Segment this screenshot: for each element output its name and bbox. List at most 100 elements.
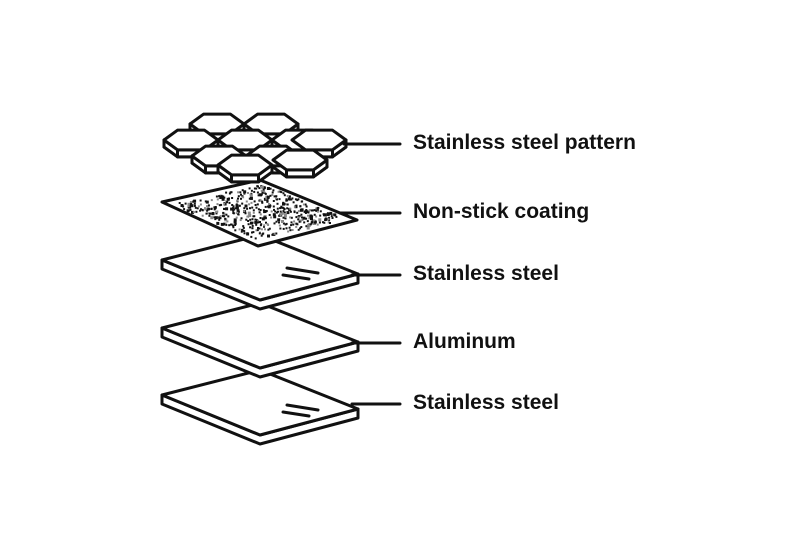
speckle xyxy=(248,203,251,206)
speckle xyxy=(263,186,266,189)
speckle xyxy=(270,216,273,219)
speckle xyxy=(248,197,251,200)
speckle xyxy=(274,210,277,213)
speckle xyxy=(195,210,198,213)
speckle xyxy=(190,202,193,205)
speckle xyxy=(285,227,288,230)
speckle xyxy=(257,185,259,188)
speckle xyxy=(315,215,318,218)
speckle xyxy=(213,206,216,209)
speckle xyxy=(237,195,240,198)
speckle xyxy=(273,232,276,235)
speckle xyxy=(314,221,317,224)
speckle xyxy=(222,211,225,214)
speckle xyxy=(285,198,288,201)
speckle xyxy=(291,229,294,231)
speckle xyxy=(193,202,196,205)
speckle xyxy=(299,208,303,212)
speckle xyxy=(254,220,258,224)
speckle xyxy=(278,221,280,224)
speckle xyxy=(255,206,258,209)
speckle xyxy=(221,197,225,201)
speckle xyxy=(289,216,292,219)
speckle xyxy=(299,227,302,230)
speckle xyxy=(316,210,319,213)
speckle xyxy=(273,222,276,225)
speckle xyxy=(290,198,293,201)
speckle xyxy=(225,191,228,194)
speckle xyxy=(216,210,219,213)
speckle xyxy=(223,207,225,210)
speckle xyxy=(221,195,225,199)
speckle xyxy=(230,191,233,194)
speckle xyxy=(258,211,261,214)
speckle xyxy=(249,196,253,200)
speckle xyxy=(279,210,282,213)
speckle xyxy=(233,218,237,222)
speckle xyxy=(247,223,250,226)
label-stainless-steel-pattern: Stainless steel pattern xyxy=(413,131,636,154)
speckle xyxy=(277,210,279,213)
speckle xyxy=(240,230,243,233)
speckle xyxy=(207,204,210,207)
speckle xyxy=(297,216,300,219)
speckle xyxy=(308,217,311,220)
speckle xyxy=(267,224,270,226)
speckle xyxy=(289,210,292,213)
speckle xyxy=(232,209,235,212)
speckle xyxy=(283,214,287,217)
speckle xyxy=(251,222,254,225)
speckle xyxy=(228,224,231,227)
speckle xyxy=(264,205,267,208)
speckle xyxy=(218,218,221,221)
speckle xyxy=(281,206,284,209)
speckle xyxy=(323,213,327,217)
speckle xyxy=(235,204,239,208)
speckle xyxy=(290,221,293,224)
speckle xyxy=(301,216,303,219)
speckle xyxy=(243,230,246,233)
speckle xyxy=(257,208,260,211)
speckle xyxy=(273,208,275,211)
speckle xyxy=(222,212,226,216)
speckle xyxy=(196,207,199,210)
speckle xyxy=(235,212,238,215)
speckle xyxy=(199,203,202,206)
speckle xyxy=(293,210,296,213)
speckle xyxy=(241,195,244,198)
speckle xyxy=(277,190,280,193)
speckle xyxy=(232,212,235,215)
speckle xyxy=(330,215,333,218)
speckle xyxy=(295,204,298,207)
speckle xyxy=(323,214,325,217)
speckle xyxy=(263,216,267,220)
shine-mark-icon xyxy=(281,410,311,418)
speckle xyxy=(242,196,245,199)
speckle xyxy=(251,218,254,221)
speckle xyxy=(255,229,258,232)
speckle xyxy=(184,202,187,205)
non-stick-coating-sheet xyxy=(160,178,359,248)
speckle xyxy=(285,203,288,206)
speckle xyxy=(219,197,222,199)
speckle xyxy=(311,209,314,212)
speckle xyxy=(197,205,200,208)
speckle xyxy=(225,200,228,203)
speckle xyxy=(183,208,186,211)
speckle xyxy=(243,210,246,213)
speckle xyxy=(249,194,253,198)
speckle xyxy=(257,227,259,229)
speckle xyxy=(319,214,322,217)
speckle xyxy=(253,200,256,203)
label-non-stick-coating: Non-stick coating xyxy=(413,200,590,223)
speckle xyxy=(189,201,192,203)
speckle xyxy=(282,192,285,195)
speckle xyxy=(258,227,261,230)
speckle xyxy=(303,210,306,213)
speckle xyxy=(232,226,235,229)
speckle xyxy=(286,207,289,210)
speckle xyxy=(243,190,247,194)
speckle xyxy=(248,214,252,217)
speckle xyxy=(333,213,337,217)
speckle xyxy=(265,221,267,224)
